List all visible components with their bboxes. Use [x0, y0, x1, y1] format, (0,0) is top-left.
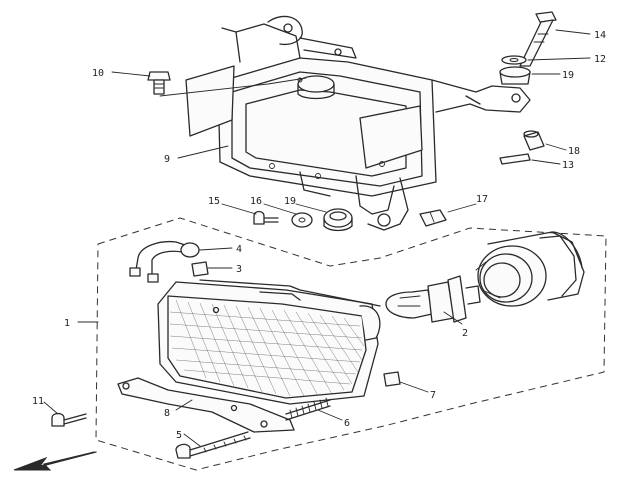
callout-label: 1 — [64, 318, 70, 329]
callout-label: 9 — [164, 154, 170, 165]
bulb-2-part — [385, 275, 481, 323]
callout-label: 3 — [236, 264, 242, 275]
callout-label: 15 — [208, 196, 220, 207]
spring-6-part — [285, 397, 331, 421]
bolt-10-part — [147, 71, 171, 95]
clip-7-part — [383, 371, 401, 387]
grommet-19-part — [499, 66, 531, 85]
callout-label: 10 — [92, 68, 104, 79]
callout-label: 16 — [250, 196, 262, 207]
direction-arrow — [13, 451, 97, 471]
callout-label: 8 — [164, 408, 170, 419]
callout-label: 18 — [568, 146, 580, 157]
nut-13-part — [499, 153, 531, 165]
washer-16-part — [291, 212, 313, 228]
bolt-14-part — [519, 11, 557, 67]
grommet-19b-part — [323, 208, 353, 232]
screw-11-part — [51, 412, 87, 427]
callout-label: 7 — [430, 390, 436, 401]
screw-15-part — [253, 210, 279, 225]
callout-label: 19 — [284, 196, 296, 207]
callout-label: 13 — [562, 160, 574, 171]
callout-label: 11 — [32, 396, 44, 407]
socket-cover-part — [475, 231, 585, 307]
collar-18-part — [523, 130, 545, 151]
callout-label: 19 — [562, 70, 574, 81]
callout-label: 17 — [476, 194, 488, 205]
callout-labels: 1 2 3 4 5 6 7 8 9 10 11 12 13 14 15 16 1… — [32, 30, 606, 441]
washer-12-part — [501, 55, 527, 65]
headlight-lens-unit — [157, 279, 381, 405]
lower-bracket-8-part — [117, 377, 295, 433]
small-bulb-3-part — [191, 261, 209, 277]
nut-17-part — [419, 209, 447, 227]
callout-label: 14 — [594, 30, 606, 41]
screw-5-part — [175, 431, 251, 459]
leader-lines — [43, 29, 591, 447]
callout-label: 5 — [176, 430, 182, 441]
wire-harness-part — [129, 240, 200, 283]
callout-label: 12 — [594, 54, 606, 65]
assembly-boundary — [95, 217, 607, 471]
headlight-bracket — [185, 15, 531, 231]
callout-label: 4 — [236, 244, 242, 255]
callout-label: 2 — [462, 328, 468, 339]
callout-label: 6 — [344, 418, 350, 429]
